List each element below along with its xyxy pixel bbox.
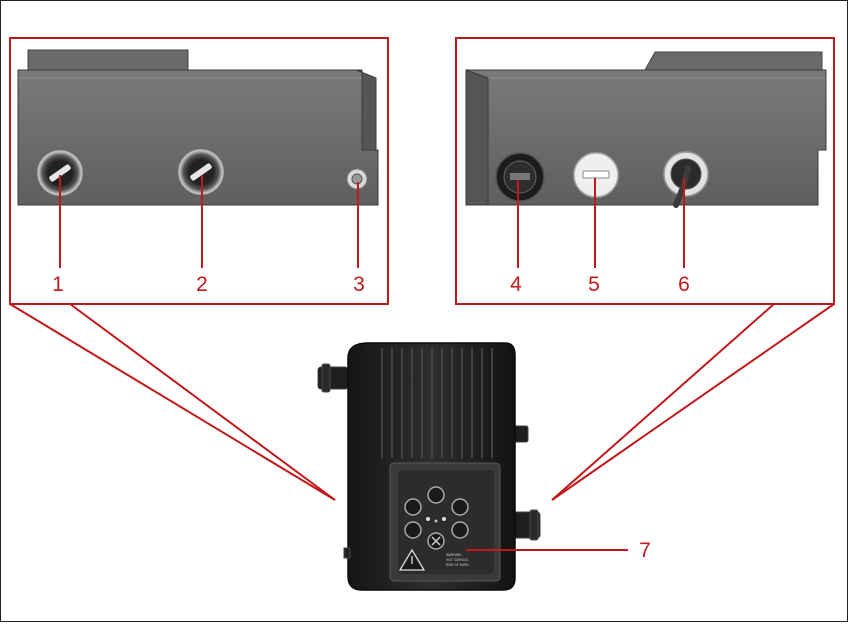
callout-5: 5: [588, 273, 600, 296]
screw-3: [346, 168, 368, 190]
panel-warning-line-3: RISK OF BURN: [446, 563, 469, 567]
callout-6: 6: [678, 273, 690, 296]
panel-warning-line-2: HOT SURFACE: [446, 558, 468, 562]
left-side-view: 1 2 3: [9, 37, 389, 305]
callout-1: 1: [52, 273, 64, 296]
status-led-icon: [434, 519, 438, 523]
control-panel: WARNING HOT SURFACE RISK OF BURN: [389, 462, 501, 582]
panel-button-icon: [404, 498, 422, 516]
callout-7: 7: [639, 539, 651, 562]
panel-button-icon: [451, 521, 469, 539]
status-led-icon: [442, 517, 446, 521]
callout-3: 3: [353, 273, 365, 296]
panel-button-icon: [427, 486, 445, 504]
drive-unit: WARNING HOT SURFACE RISK OF BURN: [317, 342, 541, 591]
callout-4: 4: [510, 273, 522, 296]
status-led-icon: [426, 517, 430, 521]
right-side-view: 4 5 6: [455, 37, 835, 305]
cooling-fins: [381, 348, 493, 458]
side-bolt: [343, 547, 351, 559]
panel-button-icon: [451, 498, 469, 516]
cable-gland-6: [663, 151, 709, 208]
side-gland-left: [317, 363, 349, 393]
zoom-connector-lines: [9, 303, 835, 501]
panel-warning-line-1: WARNING: [446, 553, 462, 557]
cable-plug-1: [37, 150, 83, 196]
cable-gland-4: [495, 152, 545, 202]
panel-button-icon: [404, 521, 422, 539]
callout-2: 2: [196, 273, 208, 296]
